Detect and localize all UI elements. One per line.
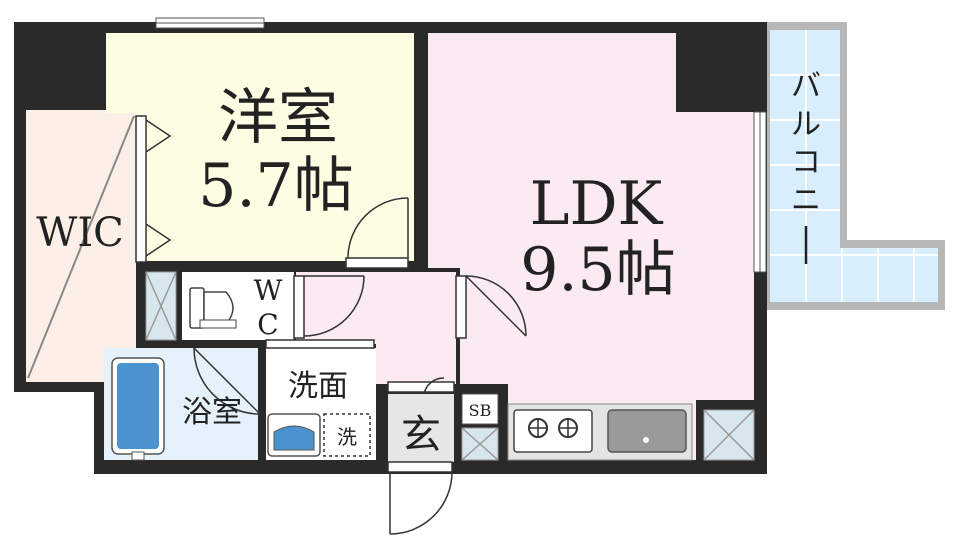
balcony — [765, 22, 945, 310]
wic-doors — [135, 115, 172, 263]
western-room-name: 洋室 — [218, 83, 338, 153]
balcony-char-4: ニ — [791, 183, 821, 218]
washbasin-bowl — [273, 425, 315, 451]
wc-label-w: W — [254, 274, 283, 307]
toilet — [189, 287, 237, 329]
western-room-floor — [106, 33, 414, 261]
wic-fill-corner — [106, 33, 138, 113]
shoebox-label: SB — [469, 401, 492, 420]
washer-label: 洗 — [337, 425, 357, 449]
western-room-size: 5.7帖 — [198, 151, 353, 221]
window-ldk — [753, 111, 767, 273]
pipe-shaft-entrance — [461, 427, 499, 461]
ldk-floor — [428, 33, 754, 460]
washroom-label: 洗面 — [288, 369, 348, 404]
wic-label: WIC — [36, 210, 124, 256]
sink-drain — [643, 437, 649, 443]
pipe-shaft-kitchen — [703, 409, 755, 461]
balcony-char-3: コ — [791, 145, 821, 180]
entrance-label: 玄 — [401, 412, 441, 458]
balcony-char-1: バ — [791, 69, 821, 104]
sink — [607, 409, 687, 453]
doors — [193, 197, 527, 535]
window-top — [155, 17, 265, 29]
bathtub-inner — [117, 363, 159, 449]
burner-left — [528, 418, 548, 438]
shoebox — [461, 393, 499, 425]
hallway-floor — [296, 272, 456, 344]
burner-right — [558, 418, 578, 438]
bathroom-label: 浴室 — [182, 395, 242, 430]
balcony-char-2: ル — [791, 107, 821, 142]
washer-space — [323, 413, 371, 457]
hallway-floor-2 — [376, 340, 456, 384]
stove — [513, 409, 593, 453]
entrance-floor — [388, 394, 454, 462]
wc-label-c: C — [257, 308, 278, 341]
pipe-shaft-left — [145, 271, 177, 341]
ldk-name: LDK — [530, 169, 664, 239]
wic-diagonal — [27, 115, 135, 379]
ldk-size: 9.5帖 — [520, 235, 675, 305]
faucet — [131, 451, 145, 461]
balcony-label: バ ル コ ニ — [791, 69, 821, 264]
burner-spokes — [530, 420, 576, 436]
